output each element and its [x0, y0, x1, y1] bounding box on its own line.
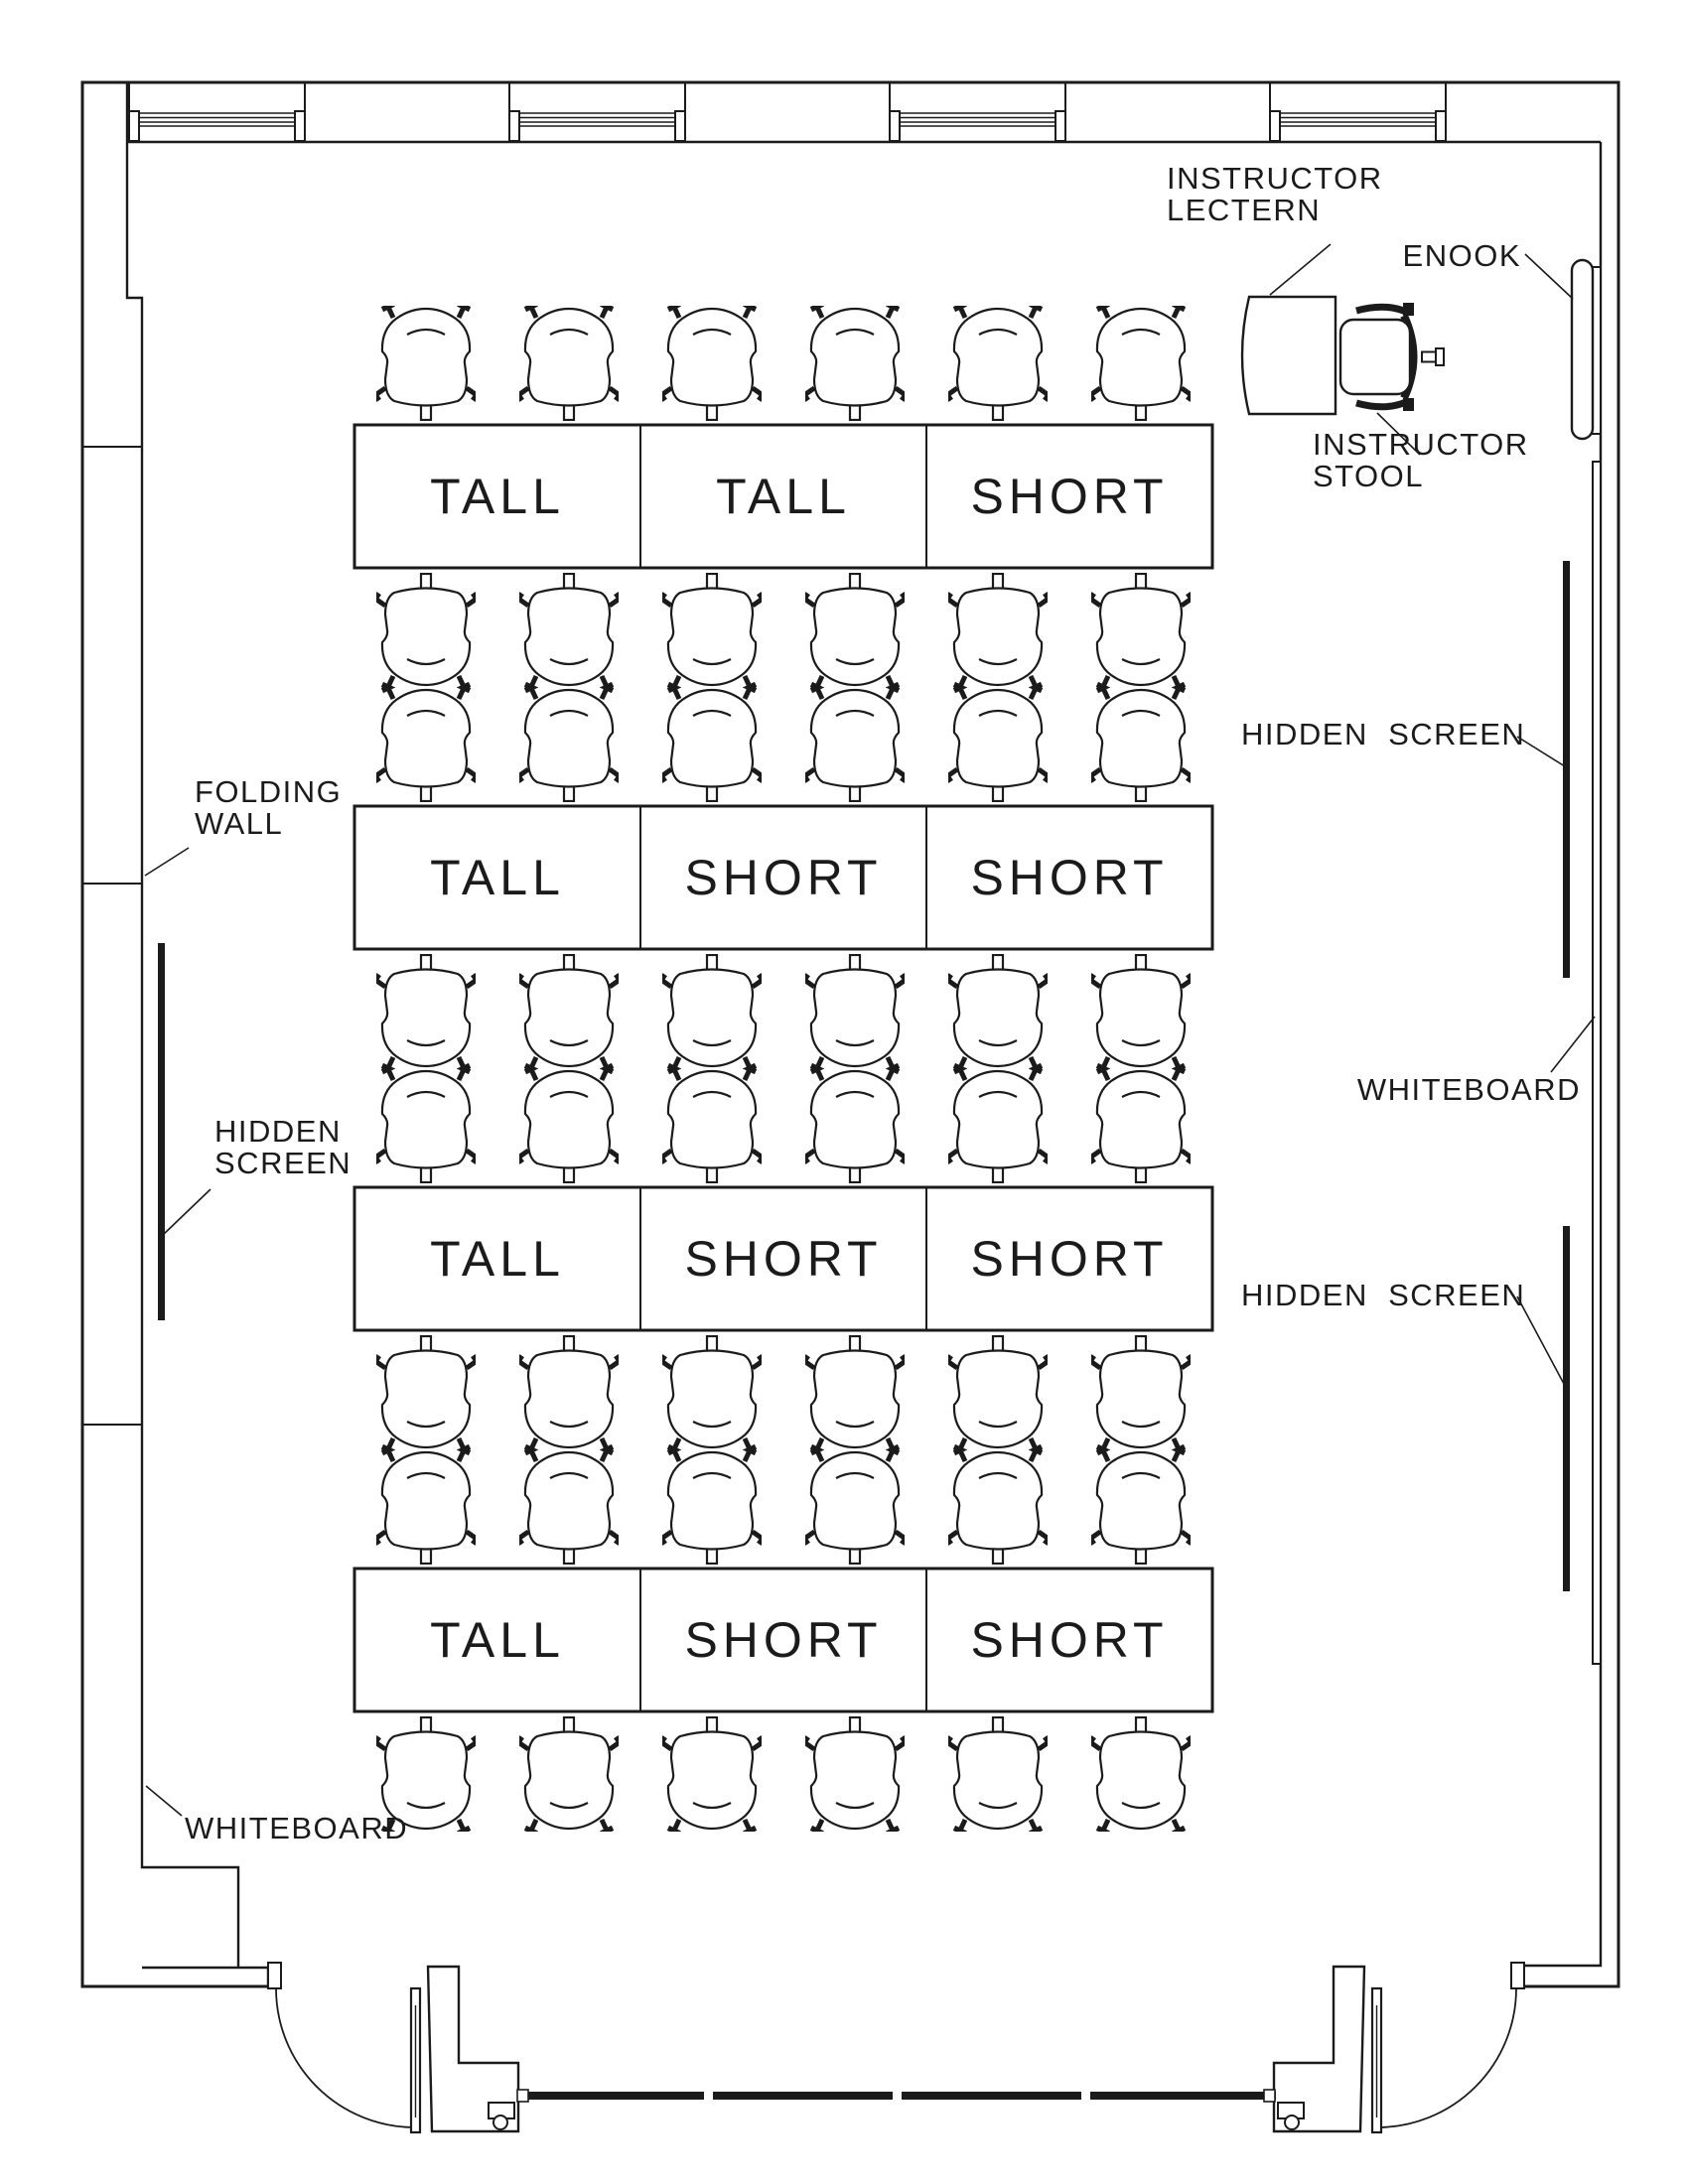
leader-line [1550, 1016, 1596, 1073]
entry-doors [267, 1962, 1525, 2134]
table-label-short: SHORT [684, 1231, 882, 1287]
leader-line [1516, 1296, 1565, 1385]
leader-line [144, 847, 190, 877]
enook-label-text: ENOOK [1403, 238, 1521, 273]
window-jamb [889, 110, 901, 142]
hidden-screen-right-upper [1563, 561, 1570, 978]
whiteboard-right-label: WHITEBOARD [1357, 1016, 1596, 1107]
leader-line [1376, 412, 1421, 456]
folding-wall-label-text: FOLDING [195, 774, 342, 809]
hidden-screen-left [158, 943, 165, 1320]
whiteboard-left-label: WHITEBOARD [145, 1785, 408, 1845]
partition-track [516, 2089, 1276, 2103]
whiteboard-right-label-text: WHITEBOARD [1357, 1072, 1581, 1107]
window [1269, 82, 1447, 142]
window-jamb [128, 110, 140, 142]
leader-line [1524, 253, 1574, 300]
table-row: TALL SHORT SHORT [352, 1185, 1214, 1332]
table-label-short: SHORT [684, 850, 882, 905]
door-swing-arc [275, 1987, 416, 2128]
hidden-screen-right-lower-label-text: HIDDEN SCREEN [1241, 1278, 1525, 1312]
door-swing-arc [1376, 1987, 1517, 2128]
table-label-short: SHORT [970, 1612, 1168, 1668]
table-label-tall: TALL [716, 469, 851, 524]
window-jamb [1435, 110, 1447, 142]
window-jamb [1055, 110, 1066, 142]
leader-line [1269, 243, 1332, 296]
hidden-screen-left-label-text: HIDDEN [214, 1114, 342, 1149]
table-label-tall: TALL [430, 850, 565, 905]
wall-equipment [158, 258, 1602, 1665]
leader-line [145, 1785, 183, 1817]
instructor-lectern-label-text: INSTRUCTOR [1167, 161, 1383, 196]
door-right [1272, 1962, 1525, 2134]
window-jamb [508, 110, 520, 142]
hidden-screen-right-upper-label: HIDDEN SCREEN [1241, 717, 1566, 767]
table-label-tall: TALL [430, 469, 565, 524]
vestibule-wall [1272, 1965, 1366, 2133]
instructor-lectern-label-text: LECTERN [1167, 193, 1321, 227]
leader-line [1516, 736, 1566, 767]
windows [128, 82, 1447, 142]
window [508, 82, 686, 142]
instructor-lectern [1240, 295, 1337, 416]
instructor-stool-label-text: INSTRUCTOR [1313, 427, 1529, 462]
window [889, 82, 1066, 142]
table-label-short: SHORT [684, 1612, 882, 1668]
whiteboard-right [1592, 461, 1602, 1665]
whiteboard-left-label-text: WHITEBOARD [185, 1811, 408, 1845]
hidden-screen-left-label-text: SCREEN [214, 1146, 352, 1180]
enook [1570, 258, 1595, 441]
hidden-screen-right-lower-label: HIDDEN SCREEN [1241, 1278, 1565, 1385]
leader-line [162, 1188, 211, 1236]
table-label-tall: TALL [430, 1231, 565, 1287]
instructor-stool [1338, 303, 1445, 411]
annotations: INSTRUCTORLECTERNENOOKINSTRUCTORSTOOLHID… [144, 161, 1596, 1845]
table-label-tall: TALL [430, 1612, 565, 1668]
table-row: TALL SHORT SHORT [352, 1567, 1214, 1713]
table-row: TALL TALL SHORT [352, 423, 1214, 570]
window [128, 82, 306, 142]
table-label-short: SHORT [970, 850, 1168, 905]
instructor-stool-label-text: STOOL [1313, 459, 1424, 493]
student-tables: TALL TALL SHORT TALL SHORT SHORT TALL SHORT SHOR… [352, 423, 1214, 1713]
window-jamb [674, 110, 686, 142]
hidden-screen-right-lower [1563, 1226, 1570, 1591]
hidden-screen-right-upper-label-text: HIDDEN SCREEN [1241, 717, 1525, 751]
window-jamb [1269, 110, 1281, 142]
table-label-short: SHORT [970, 469, 1168, 524]
table-label-short: SHORT [970, 1231, 1168, 1287]
table-row: TALL SHORT SHORT [352, 804, 1214, 951]
folding-wall-label-text: WALL [195, 806, 283, 841]
window-jamb [294, 110, 306, 142]
vestibule-wall [426, 1965, 520, 2133]
enook-label: ENOOK [1403, 238, 1574, 300]
instructor-area [1240, 295, 1445, 416]
door-left [267, 1962, 520, 2134]
